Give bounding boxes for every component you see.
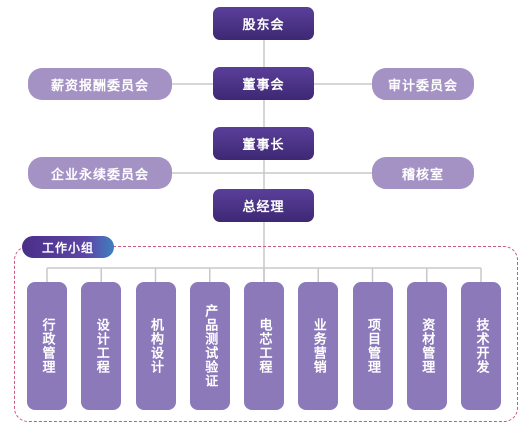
team-item-label: 设计工程 bbox=[93, 318, 109, 374]
team-item-label: 项目管理 bbox=[365, 318, 380, 374]
team-item-4: 产品测试验证 bbox=[189, 282, 230, 410]
team-item-label: 行政管理 bbox=[39, 318, 55, 374]
team-item-3: 机构设计 bbox=[135, 282, 176, 410]
enterprise-committee-node: 企业永续委员会 bbox=[28, 157, 172, 189]
team-item-label: 电芯工程 bbox=[256, 318, 272, 374]
team-item-1: 行政管理 bbox=[27, 282, 67, 410]
audit-office-node: 稽核室 bbox=[372, 157, 474, 189]
team-item-7: 项目管理 bbox=[352, 282, 393, 410]
team-item-9: 技术开发 bbox=[461, 282, 501, 410]
team-item-label: 技术开发 bbox=[473, 318, 489, 374]
team-item-label: 机构设计 bbox=[148, 318, 163, 374]
board-node: 董事会 bbox=[213, 67, 314, 100]
team-item-5: 电芯工程 bbox=[244, 282, 284, 410]
compensation-committee-node: 薪资报酬委员会 bbox=[28, 68, 172, 100]
team-item-2: 设计工程 bbox=[81, 282, 122, 410]
general-manager-node: 总经理 bbox=[213, 189, 314, 222]
team-item-6: 业务营销 bbox=[298, 282, 339, 410]
audit-committee-node: 审计委员会 bbox=[372, 68, 474, 100]
team-item-8: 资材管理 bbox=[406, 282, 447, 410]
team-item-label: 业务营销 bbox=[310, 318, 326, 374]
work-team-label: 工作小组 bbox=[22, 236, 114, 258]
work-team-container bbox=[14, 246, 518, 422]
chairman-node: 董事长 bbox=[213, 127, 314, 160]
team-column-ticks bbox=[46, 268, 482, 282]
team-item-label: 资材管理 bbox=[419, 318, 435, 374]
shareholders-node: 股东会 bbox=[213, 7, 314, 40]
team-item-label: 产品测试验证 bbox=[202, 304, 218, 388]
